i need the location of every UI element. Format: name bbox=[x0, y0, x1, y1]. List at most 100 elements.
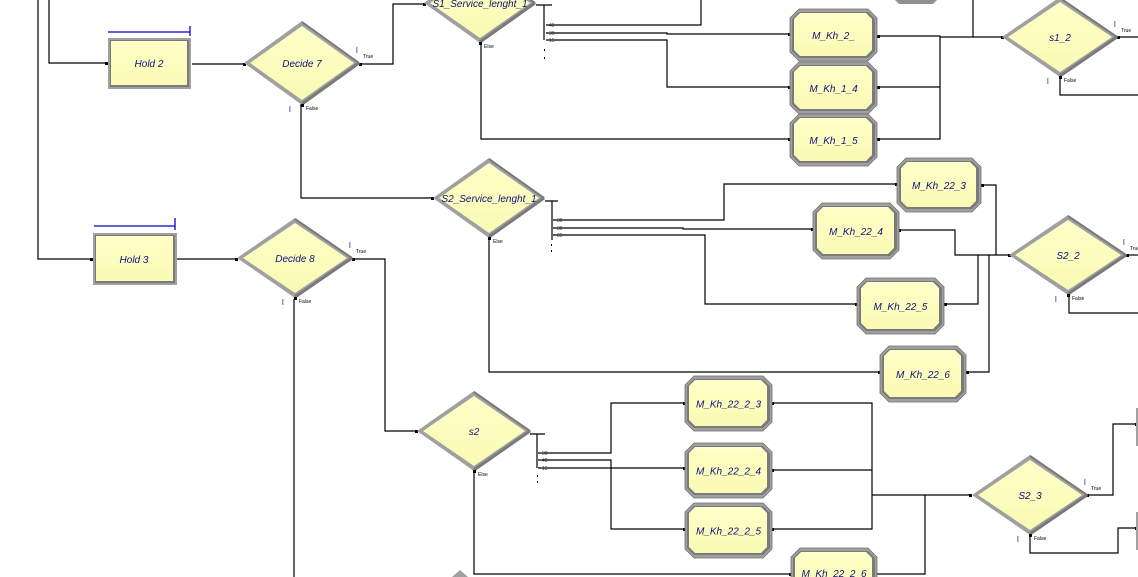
connector-mkh22-group-to-s2-2[interactable] bbox=[898, 184, 1010, 373]
connector-s2-3-true[interactable] bbox=[1088, 423, 1138, 496]
branch-percent-label: 15 bbox=[542, 466, 548, 472]
partial-module-right-2 bbox=[1136, 512, 1138, 550]
process-module-m-kh-1-5[interactable]: M_Kh_1_5 bbox=[789, 113, 878, 167]
module-label: Hold 2 bbox=[135, 59, 164, 70]
connector-s2l-out1[interactable] bbox=[538, 402, 685, 454]
connection-points bbox=[90, 3, 1138, 576]
connectors bbox=[37, 0, 1138, 577]
connector-mkh22-2-group-to-s2-3[interactable] bbox=[773, 402, 971, 575]
module-label: M_Kh_22_4 bbox=[829, 227, 883, 238]
connector-decide8-true[interactable] bbox=[354, 258, 417, 432]
connector-s2-out1[interactable] bbox=[553, 183, 897, 221]
connector-s1-out1[interactable] bbox=[546, 0, 702, 26]
hold-module-hold-2[interactable]: Hold 2 bbox=[108, 26, 191, 89]
module-label: M_Kh_22_6 bbox=[896, 370, 950, 381]
module-label: S2_2 bbox=[1056, 251, 1080, 262]
animation-marker bbox=[1047, 78, 1049, 84]
process-module-m-kh-22-4[interactable]: M_Kh_22_4 bbox=[812, 202, 900, 260]
module-label: M_Kh_22_3 bbox=[912, 181, 966, 192]
false-branch-label: False bbox=[1034, 536, 1046, 542]
module-label: M_Kh_2_ bbox=[812, 31, 855, 42]
module-label: S1_Service_lenght_1 bbox=[432, 0, 527, 10]
branch-percent-label: 30 bbox=[557, 218, 563, 224]
process-module-m-kh-22-2-5[interactable]: M_Kh_22_2_5 bbox=[684, 502, 773, 559]
connector-s2l-out2[interactable] bbox=[538, 459, 685, 530]
s2-branch-trunk bbox=[545, 200, 558, 240]
animation-marker bbox=[1084, 479, 1086, 485]
connector-s1-else[interactable] bbox=[480, 44, 790, 140]
queue-bar bbox=[108, 26, 191, 36]
animation-marker bbox=[1123, 239, 1125, 245]
connector-to-hold-3[interactable] bbox=[37, 0, 92, 260]
connector-s1-out2[interactable] bbox=[546, 32, 790, 35]
true-branch-label: True bbox=[1091, 486, 1101, 492]
queue-bar bbox=[94, 218, 176, 230]
branch-percent-label: 30 bbox=[557, 226, 563, 232]
process-module-m-kh-22-2-3[interactable]: M_Kh_22_2_3 bbox=[684, 375, 773, 432]
else-branch-label: Else bbox=[493, 239, 503, 245]
module-label: s2 bbox=[469, 427, 480, 438]
branch-percent-label: 30 bbox=[542, 451, 548, 457]
animation-marker bbox=[1055, 296, 1057, 302]
module-label: Decide 7 bbox=[282, 59, 322, 70]
branch-percent-label: 15 bbox=[549, 38, 555, 44]
branch-percent-label: 30 bbox=[549, 31, 555, 37]
process-module-m-kh-1-4[interactable]: M_Kh_1_4 bbox=[789, 61, 878, 115]
process-module-m-kh-22-2-4[interactable]: M_Kh_22_2_4 bbox=[684, 442, 773, 499]
hold-module-hold-3[interactable]: Hold 3 bbox=[93, 218, 177, 285]
false-branch-label: False bbox=[1064, 78, 1076, 84]
partial-module-right-1 bbox=[1136, 408, 1138, 446]
process-module-m-kh-2[interactable]: M_Kh_2_ bbox=[789, 8, 878, 62]
module-label: Decide 8 bbox=[275, 254, 315, 265]
module-label: M_Kh_22_2_4 bbox=[696, 467, 761, 478]
partial-module-top bbox=[895, 0, 937, 4]
true-branch-label: True bbox=[363, 54, 373, 60]
module-label: S2_Service_lenght_1 bbox=[441, 194, 536, 205]
false-branch-label: False bbox=[299, 299, 311, 305]
branch-percent-label: 40 bbox=[549, 23, 555, 29]
connector-s2-else[interactable] bbox=[488, 240, 880, 373]
connector-s2l-else[interactable] bbox=[473, 472, 791, 575]
process-module-m-kh-22-2-6[interactable]: M_Kh_22_2_6 bbox=[790, 547, 878, 577]
module-label: M_Kh_1_5 bbox=[809, 136, 858, 147]
module-label: M_Kh_22_2_6 bbox=[801, 569, 866, 577]
module-label: M_Kh_22_2_5 bbox=[696, 527, 761, 538]
animation-marker bbox=[282, 299, 284, 305]
animation-marker bbox=[356, 47, 358, 53]
process-module-m-kh-22-3[interactable]: M_Kh_22_3 bbox=[896, 157, 982, 213]
else-branch-label: Else bbox=[484, 44, 494, 50]
process-module-m-kh-22-6[interactable]: M_Kh_22_6 bbox=[879, 345, 967, 403]
connector-s2-2-false[interactable] bbox=[1068, 295, 1138, 314]
branch-percent-label: 25 bbox=[557, 233, 563, 239]
true-branch-label: True bbox=[1121, 28, 1131, 34]
s1-branch-trunk bbox=[536, 4, 552, 40]
animation-marker bbox=[1114, 21, 1116, 27]
module-label: Hold 3 bbox=[120, 255, 149, 266]
s2-lower-branch-trunk bbox=[530, 433, 545, 468]
animation-marker bbox=[289, 106, 291, 112]
module-label: M_Kh_22_2_3 bbox=[696, 400, 761, 411]
connector-to-hold-2[interactable] bbox=[48, 0, 107, 64]
false-branch-label: False bbox=[1072, 296, 1084, 302]
connector-s1-out3[interactable] bbox=[546, 39, 790, 88]
connector-decide7-false[interactable] bbox=[300, 104, 433, 199]
connector-s2-out2[interactable] bbox=[553, 227, 813, 230]
connector-mkh1-group-to-s1-2[interactable] bbox=[877, 0, 1003, 140]
animation-marker bbox=[349, 242, 351, 248]
connector-s2-out3[interactable] bbox=[553, 234, 857, 305]
process-module-m-kh-22-5[interactable]: M_Kh_22_5 bbox=[856, 277, 945, 335]
animation-marker bbox=[1017, 536, 1019, 542]
module-label: S2_3 bbox=[1018, 491, 1042, 502]
connector-s1-2-false[interactable] bbox=[1059, 78, 1138, 96]
connector-decide7-true[interactable] bbox=[361, 3, 425, 65]
connector-s2-3-false[interactable] bbox=[1029, 527, 1138, 554]
